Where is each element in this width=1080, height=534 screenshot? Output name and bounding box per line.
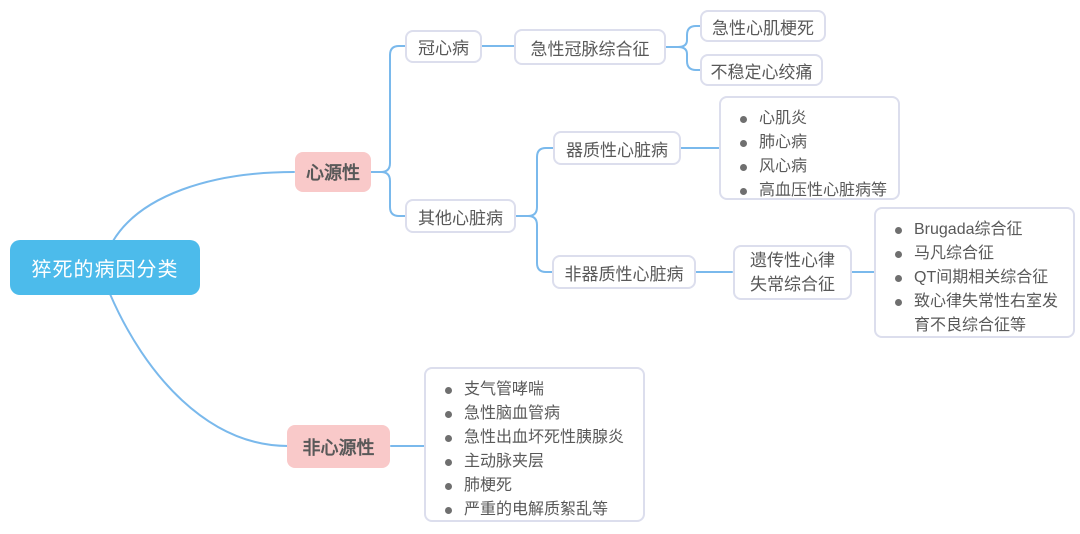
list-item: 肺梗死 — [438, 474, 633, 498]
connector-root-cardiogenic — [112, 171, 295, 242]
connector-acs-unstable-angina — [665, 46, 702, 71]
connector-otherheart-nonorganic — [515, 215, 554, 273]
list-item: 马凡综合征 — [888, 242, 1063, 266]
connector-cardiogenic-coronary — [370, 45, 407, 173]
list-item: 高血压性心脏病等 — [733, 179, 888, 203]
list-item: 风心病 — [733, 155, 888, 179]
node-other-heart-disease: 其他心脏病 — [405, 199, 516, 233]
organic-disease-list: 心肌炎肺心病风心病高血压性心脏病等 — [733, 107, 888, 203]
list-item: 主动脉夹层 — [438, 450, 633, 474]
branch-node-noncardiogenic: 非心源性 — [287, 425, 390, 468]
connector-otherheart-organic — [515, 147, 555, 217]
list-item: 急性脑血管病 — [438, 402, 633, 426]
list-item: 肺心病 — [733, 131, 888, 155]
connector-root-noncardiogenic — [109, 293, 289, 447]
noncardiogenic-cause-list: 支气管哮喘急性脑血管病急性出血坏死性胰腺炎主动脉夹层肺梗死严重的电解质絮乱等 — [438, 378, 633, 522]
node-coronary-heart-disease: 冠心病 — [405, 30, 482, 63]
branch-node-cardiogenic: 心源性 — [295, 152, 371, 192]
node-nonorganic-heart-disease: 非器质性心脏病 — [552, 255, 696, 289]
node-hereditary-arrhythmia-syndrome: 遗传性心律失常综合征 — [733, 245, 852, 300]
node-organic-heart-disease: 器质性心脏病 — [553, 131, 681, 165]
list-noncardiogenic-causes: 支气管哮喘急性脑血管病急性出血坏死性胰腺炎主动脉夹层肺梗死严重的电解质絮乱等 — [424, 367, 645, 522]
list-item: 致心律失常性右室发育不良综合征等 — [888, 290, 1063, 338]
list-organic-heart-diseases: 心肌炎肺心病风心病高血压性心脏病等 — [719, 96, 900, 200]
connector-cardiogenic-otherheart — [370, 171, 407, 217]
list-item: 支气管哮喘 — [438, 378, 633, 402]
list-item: 严重的电解质絮乱等 — [438, 498, 633, 522]
list-item: 心肌炎 — [733, 107, 888, 131]
list-item: 急性出血坏死性胰腺炎 — [438, 426, 633, 450]
connector-acs-ami — [665, 25, 702, 48]
root-node-sudden-death-causes: 猝死的病因分类 — [10, 240, 200, 295]
node-unstable-angina: 不稳定心绞痛 — [700, 54, 823, 86]
node-acute-myocardial-infarction: 急性心肌梗死 — [700, 10, 826, 42]
list-item: Brugada综合征 — [888, 218, 1063, 242]
node-acute-coronary-syndrome: 急性冠脉综合征 — [514, 29, 666, 65]
list-item: QT间期相关综合征 — [888, 266, 1063, 290]
